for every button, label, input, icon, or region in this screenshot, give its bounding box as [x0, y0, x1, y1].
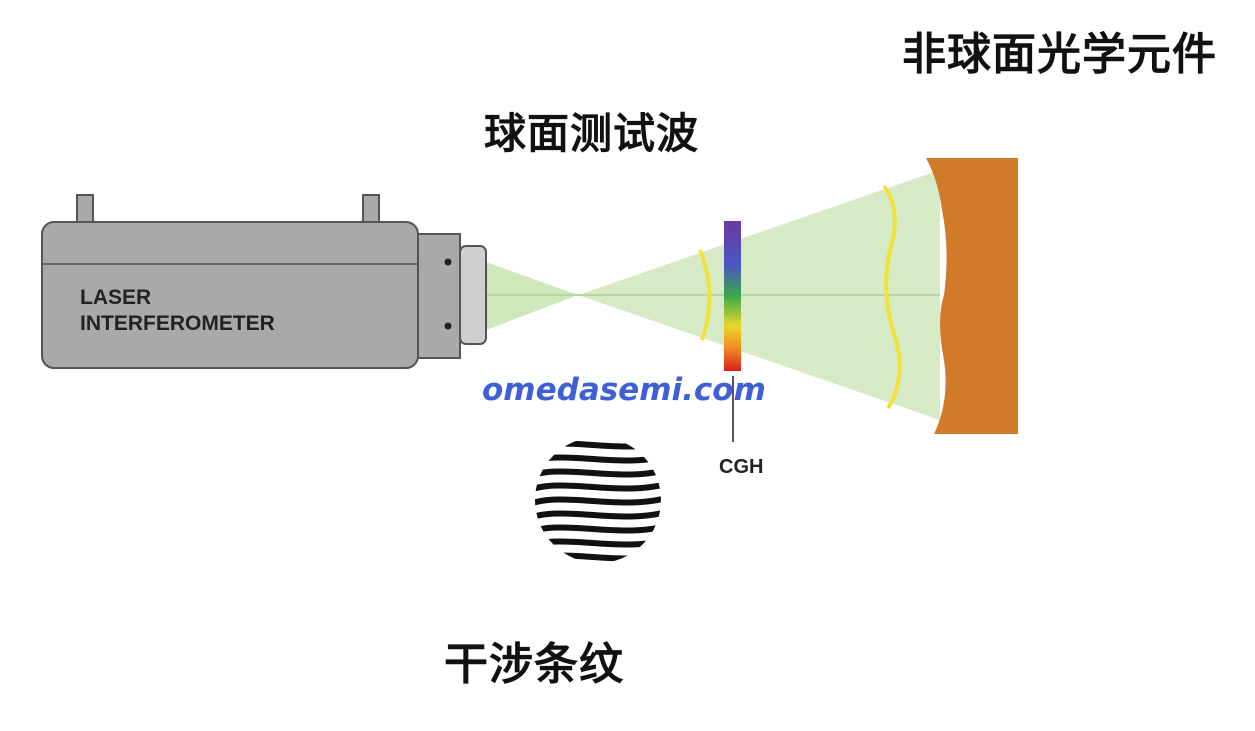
wavefront-far — [882, 184, 902, 410]
laser-mount-tab-left — [76, 194, 94, 226]
laser-interferometer-label: LASER INTERFEROMETER — [80, 285, 275, 337]
cgh-plate — [724, 221, 741, 371]
laser-front-block — [417, 233, 461, 359]
aspheric-element-label: 非球面光学元件 — [902, 29, 1217, 80]
wavefront-near — [698, 249, 712, 341]
cgh-label: CGH — [719, 456, 764, 478]
laser-screw-bottom — [444, 322, 452, 330]
laser-label-line2: INTERFEROMETER — [80, 312, 275, 335]
watermark: omedasemi.com — [482, 372, 766, 408]
interference-fringes-label: 干涉条纹 — [444, 639, 624, 690]
laser-label-line1: LASER — [80, 286, 152, 309]
laser-lens-housing — [459, 245, 487, 345]
laser-screw-top — [444, 258, 452, 266]
laser-mount-tab-right — [362, 194, 380, 226]
spherical-test-wave-label: 球面测试波 — [484, 109, 700, 158]
interference-fringe-pattern — [535, 437, 661, 563]
aspheric-optical-element — [926, 158, 1018, 434]
